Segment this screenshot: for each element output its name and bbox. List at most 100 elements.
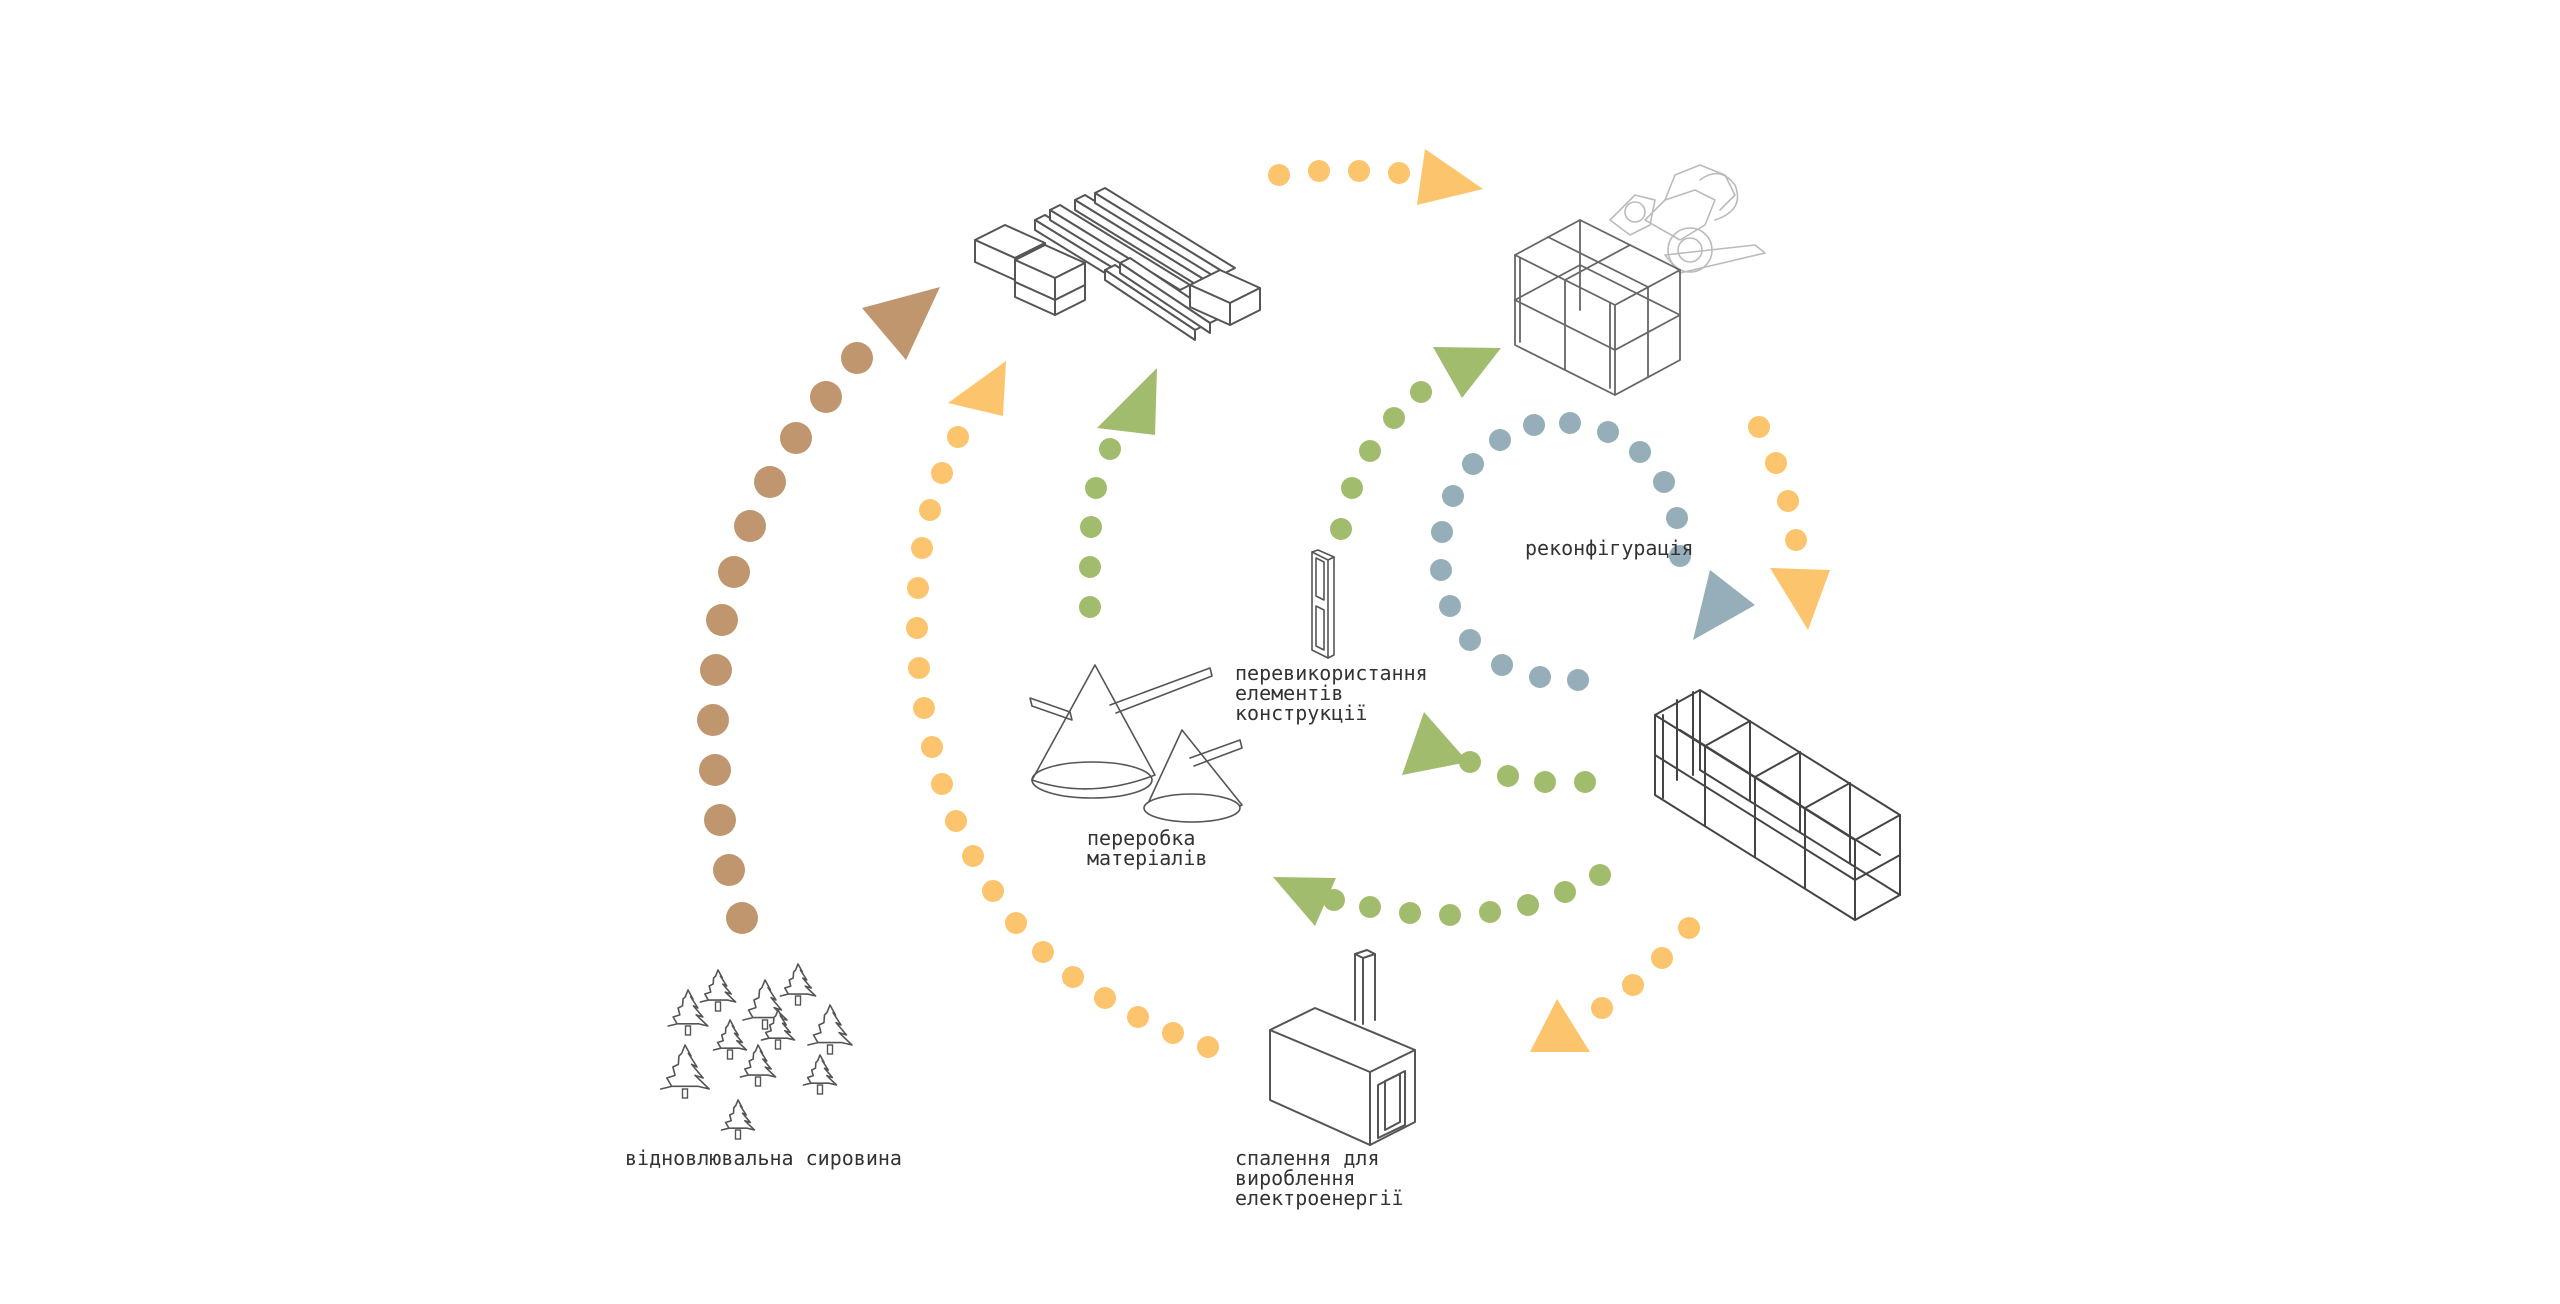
flow-dot xyxy=(1197,1036,1219,1058)
flow-dot xyxy=(1534,771,1556,793)
flow-frame-to-processing xyxy=(1273,864,1611,926)
flow-dot xyxy=(1748,416,1770,438)
furnace-building-icon xyxy=(1269,949,1420,1150)
flow-processing-to-timber xyxy=(1079,368,1157,618)
flow-dot xyxy=(931,462,953,484)
arrowhead-icon xyxy=(1433,347,1501,398)
flow-dot xyxy=(1062,966,1084,988)
flow-dot xyxy=(906,617,928,639)
pine-tree-icon xyxy=(712,1019,748,1060)
flow-reconfiguration-loop xyxy=(1430,412,1755,691)
flow-dot xyxy=(1330,518,1352,540)
pine-tree-icon xyxy=(802,1054,838,1095)
flow-frame-to-burning xyxy=(1530,917,1700,1052)
flow-dot xyxy=(911,537,933,559)
flow-dot xyxy=(1567,669,1589,691)
flow-dot xyxy=(1653,471,1675,493)
flow-dot xyxy=(1439,595,1461,617)
flow-dot xyxy=(1442,485,1464,507)
flow-dot xyxy=(726,902,758,934)
flow-dot xyxy=(1359,440,1381,462)
flow-dot xyxy=(1430,559,1452,581)
flow-dot xyxy=(1459,629,1481,651)
flow-dot xyxy=(945,810,967,832)
flow-dot xyxy=(754,466,786,498)
pine-tree-icon xyxy=(779,963,817,1006)
flow-dot xyxy=(841,342,873,374)
pine-tree-icon xyxy=(807,1004,853,1055)
burning-label: спалення для вироблення електроенергії xyxy=(1235,1146,1404,1210)
arrowhead-icon xyxy=(862,287,940,360)
flow-dot xyxy=(1383,407,1405,429)
flow-dot xyxy=(1479,901,1501,923)
flow-dot xyxy=(780,422,812,454)
arrowhead-icon xyxy=(1770,568,1830,630)
pine-tree-icon xyxy=(699,969,737,1012)
flow-assembly-to-reconfig xyxy=(1748,416,1830,630)
flow-dot xyxy=(919,499,941,521)
flow-dot xyxy=(1079,556,1101,578)
flow-frame-to-reuse xyxy=(1402,712,1596,793)
robot-frame-icon xyxy=(1514,160,1775,405)
flow-dot xyxy=(1085,477,1107,499)
flow-burning-to-timber xyxy=(906,361,1219,1058)
wall-panel-icon xyxy=(1310,549,1346,660)
flow-dot xyxy=(1629,441,1651,463)
flow-dot xyxy=(931,773,953,795)
flow-dot xyxy=(1462,453,1484,475)
flow-dot xyxy=(1574,771,1596,793)
flow-dot xyxy=(1678,917,1700,939)
flow-dot xyxy=(1554,881,1576,903)
flow-dot xyxy=(947,426,969,448)
arrowhead-icon xyxy=(948,361,1006,416)
flow-dot xyxy=(908,657,930,679)
flow-dot xyxy=(1268,164,1290,186)
pine-tree-icon xyxy=(739,1044,777,1087)
flow-dot xyxy=(1777,490,1799,512)
flow-dot xyxy=(1308,160,1330,182)
arrowhead-icon xyxy=(1693,570,1755,640)
flow-dot xyxy=(1359,896,1381,918)
flow-dot xyxy=(1341,477,1363,499)
flow-dot xyxy=(1529,666,1551,688)
flow-dot xyxy=(1162,1022,1184,1044)
flow-renewable-to-timber xyxy=(697,287,940,934)
flow-dot xyxy=(1388,162,1410,184)
flow-dot xyxy=(1651,947,1673,969)
flow-dot xyxy=(1079,596,1101,618)
flow-dot xyxy=(962,845,984,867)
flow-dot xyxy=(1765,452,1787,474)
flow-timber-to-assembly xyxy=(1268,149,1483,205)
pine-tree-icon xyxy=(660,1044,710,1099)
flow-dot xyxy=(1431,521,1453,543)
flow-dot xyxy=(1589,864,1611,886)
timber-stack-icon xyxy=(974,185,1275,375)
arrowhead-icon xyxy=(1273,877,1336,926)
reuse-label: перевикористання елементів конструкції xyxy=(1235,661,1428,725)
pine-forest-icon xyxy=(660,950,860,1140)
flow-dot xyxy=(1080,516,1102,538)
flow-dot xyxy=(713,854,745,886)
flow-dot xyxy=(1559,412,1581,434)
flow-dot xyxy=(700,654,732,686)
flow-dot xyxy=(1032,941,1054,963)
arrowhead-icon xyxy=(1097,368,1157,435)
flow-dot xyxy=(1669,545,1691,567)
pine-tree-icon xyxy=(760,1009,796,1050)
flow-dot xyxy=(1005,912,1027,934)
flow-dot xyxy=(810,381,842,413)
flow-reuse-to-assembly xyxy=(1330,347,1501,540)
flow-dot xyxy=(706,604,738,636)
processing-label: переробка матеріалів xyxy=(1087,826,1208,870)
arrowhead-icon xyxy=(1402,712,1468,775)
pine-tree-icon xyxy=(742,979,788,1030)
flow-dot xyxy=(1523,414,1545,436)
flow-dot xyxy=(1591,997,1613,1019)
flow-dot xyxy=(1410,381,1432,403)
flow-dot xyxy=(1491,654,1513,676)
pine-tree-icon xyxy=(720,1099,756,1140)
flow-dot xyxy=(1489,429,1511,451)
flow-dot xyxy=(1099,438,1121,460)
flow-dot xyxy=(718,556,750,588)
